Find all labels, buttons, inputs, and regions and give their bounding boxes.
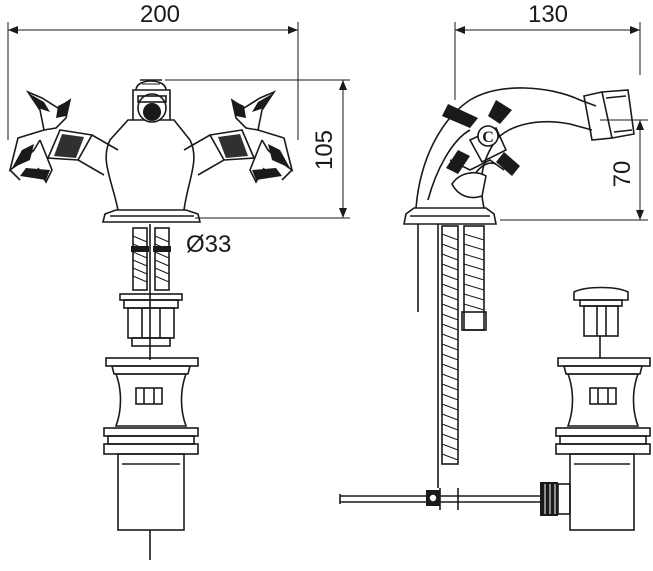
dimension-side-spout-height: 70 xyxy=(500,119,648,221)
cold-indicator: C xyxy=(482,129,494,146)
supply-hoses xyxy=(131,224,171,360)
side-view: 130 70 xyxy=(339,1,651,531)
faucet-body-side xyxy=(403,87,635,225)
side-hose-assembly xyxy=(417,224,487,488)
front-view: 200 105 xyxy=(7,1,350,560)
faucet-body-front xyxy=(101,79,202,223)
dimension-front-width: 200 xyxy=(7,1,299,140)
front-width-label: 200 xyxy=(140,1,180,28)
dimension-front-height: 105 xyxy=(165,79,350,219)
side-width-label: 130 xyxy=(528,1,568,28)
dimension-side-width: 130 xyxy=(454,1,641,100)
left-cross-handle xyxy=(8,90,119,184)
popup-waste-front xyxy=(103,357,199,560)
right-cross-handle xyxy=(183,90,294,184)
front-height-label: 105 xyxy=(311,130,338,170)
popup-waste-side xyxy=(555,286,651,531)
side-cross-handle: C xyxy=(442,100,520,176)
pull-rod xyxy=(339,482,558,516)
side-spout-height-label: 70 xyxy=(609,161,636,188)
mounting-nut-front xyxy=(119,293,183,347)
diameter-label: Ø33 xyxy=(186,231,231,258)
